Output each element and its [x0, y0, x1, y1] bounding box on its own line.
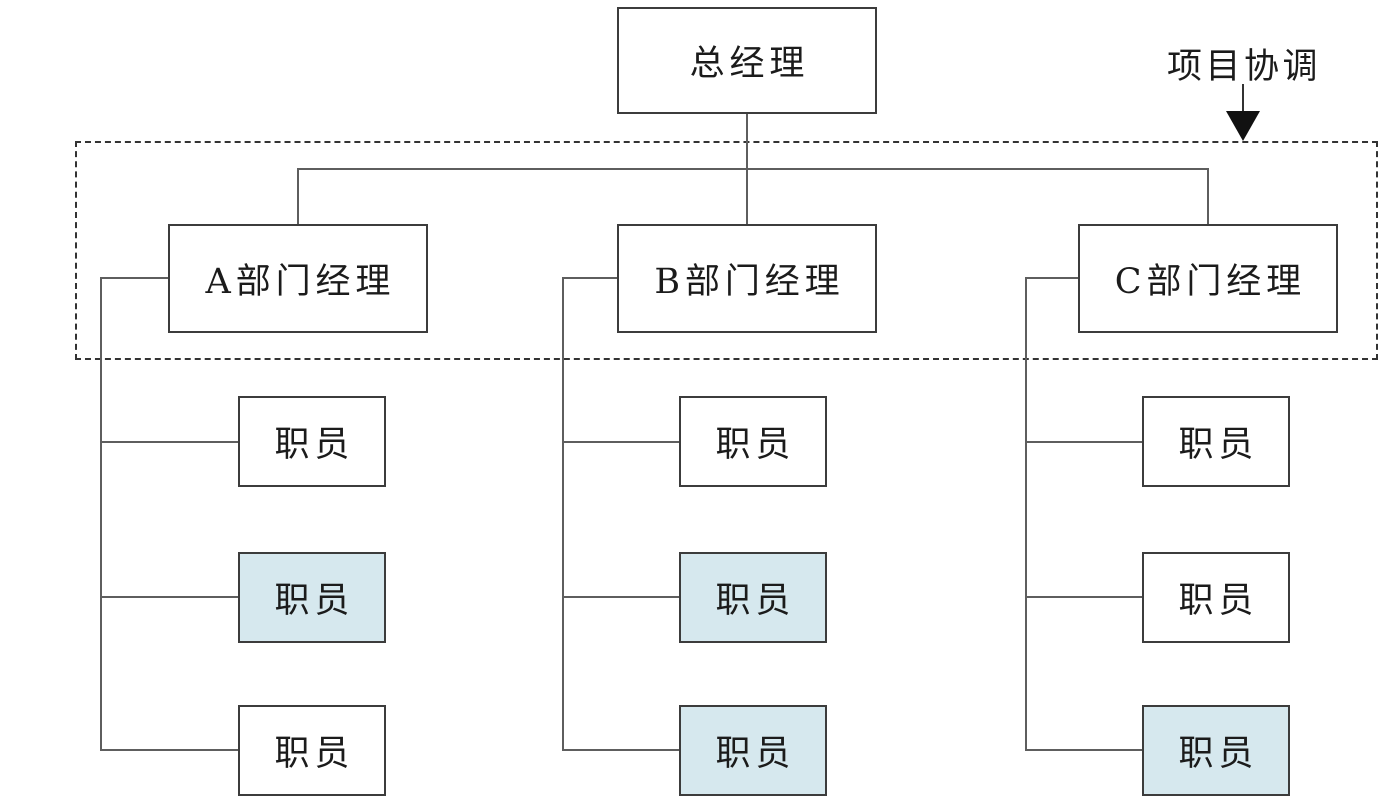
connector-line — [1207, 168, 1209, 224]
node-general-manager: 总经理 — [617, 7, 877, 114]
connector-line — [1025, 749, 1142, 751]
connector-line — [100, 596, 238, 598]
connector-line — [297, 168, 1209, 170]
connector-line — [100, 749, 238, 751]
node-staff-b1: 职员 — [679, 396, 827, 487]
connector-line — [746, 168, 748, 224]
down-arrow-stem — [1242, 84, 1244, 112]
node-staff-c1: 职员 — [1142, 396, 1290, 487]
connector-line — [1025, 441, 1142, 443]
node-staff-c2: 职员 — [1142, 552, 1290, 643]
down-arrow-icon — [1226, 111, 1260, 141]
connector-line — [562, 441, 679, 443]
node-dept-a-manager: A部门经理 — [168, 224, 428, 333]
connector-line — [297, 168, 299, 224]
connector-line — [562, 277, 617, 279]
node-staff-a3: 职员 — [238, 705, 386, 796]
connector-line — [1025, 277, 1027, 751]
project-coordination-dashed-region — [75, 141, 1378, 360]
node-dept-b-manager: B部门经理 — [617, 224, 877, 333]
node-staff-b3: 职员 — [679, 705, 827, 796]
connector-line — [1025, 596, 1142, 598]
connector-line — [562, 277, 564, 751]
connector-line — [1025, 277, 1078, 279]
node-staff-a2: 职员 — [238, 552, 386, 643]
connector-line — [100, 277, 102, 751]
connector-line — [562, 749, 679, 751]
connector-line — [562, 596, 679, 598]
connector-line — [746, 114, 748, 170]
node-staff-b2: 职员 — [679, 552, 827, 643]
node-dept-c-manager: C部门经理 — [1078, 224, 1338, 333]
project-coordination-label: 项目协调 — [1166, 47, 1321, 87]
node-staff-a1: 职员 — [238, 396, 386, 487]
connector-line — [100, 441, 238, 443]
node-staff-c3: 职员 — [1142, 705, 1290, 796]
connector-line — [100, 277, 168, 279]
